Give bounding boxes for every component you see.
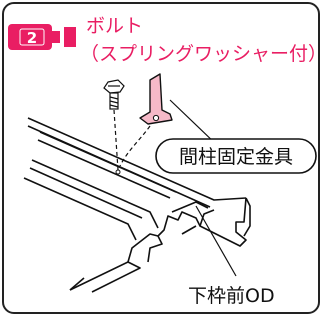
bracket-hole bbox=[152, 114, 160, 122]
frame-leader bbox=[195, 205, 237, 277]
bracket-body bbox=[139, 73, 173, 125]
rail-hole-marker bbox=[115, 169, 121, 175]
bolt-thread-1 bbox=[109, 96, 119, 100]
bolt-thread-3 bbox=[109, 104, 119, 108]
bracket-label-capsule bbox=[155, 138, 317, 174]
rail-lower-edge bbox=[31, 159, 159, 229]
rail-profile-right bbox=[243, 197, 251, 237]
bracket-guide-line bbox=[119, 125, 151, 167]
rail-channel bbox=[171, 201, 209, 213]
rail-flange-1 bbox=[39, 131, 177, 193]
rail-profile-mid bbox=[199, 209, 215, 227]
bolt-thread-2 bbox=[109, 100, 119, 104]
step-badge: 2 bbox=[8, 24, 76, 50]
rail-profile bbox=[127, 197, 247, 263]
rail-base-edge bbox=[23, 177, 137, 241]
figure-frame bbox=[2, 2, 320, 314]
step-title: ボルト bbox=[86, 15, 143, 37]
bolt bbox=[103, 79, 125, 110]
step-badge-connector bbox=[52, 31, 60, 43]
lower-frame-rail bbox=[23, 117, 251, 293]
insertion-guides bbox=[113, 109, 151, 171]
bolt-guide-line bbox=[113, 109, 119, 171]
rail-base-plate-edge bbox=[69, 277, 85, 291]
step-badge-block bbox=[64, 27, 76, 47]
bracket-label: 間柱固定金具 bbox=[179, 146, 293, 168]
step-badge-inner bbox=[19, 28, 45, 46]
rail-channel-2 bbox=[181, 225, 197, 235]
rail-top-edge bbox=[27, 117, 247, 201]
stud-bracket bbox=[139, 73, 173, 125]
rail-profile-left bbox=[147, 235, 163, 263]
rail-base-plate bbox=[69, 261, 141, 293]
rail-flange-2 bbox=[37, 139, 171, 199]
step-subtitle: （スプリングワッシャー付） bbox=[80, 43, 326, 65]
step-number: 2 bbox=[27, 29, 37, 47]
rail-lower-edge-2 bbox=[29, 167, 143, 219]
frame-label: 下枠前OD bbox=[188, 285, 275, 307]
